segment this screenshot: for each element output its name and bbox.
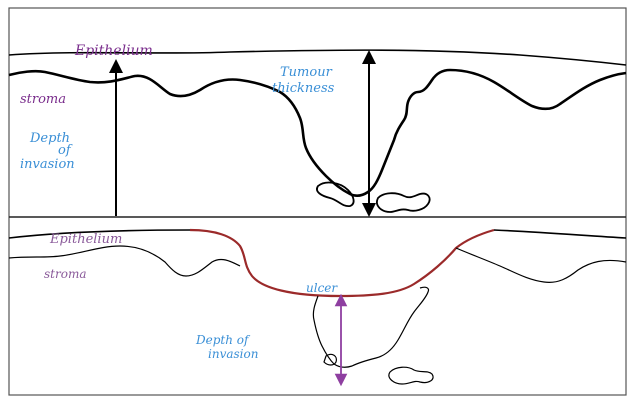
panel-tumour-thickness: Epithelium stroma Depth of invasion Tumo… — [9, 43, 626, 216]
stroma-label: stroma — [44, 267, 86, 281]
tumour-island — [389, 367, 433, 384]
ulcer-label: ulcer — [306, 281, 338, 295]
depth-of-invasion-label: Depth of invasion — [20, 131, 75, 172]
tumour-island — [377, 193, 430, 212]
epithelium-surface-right — [494, 230, 626, 238]
epithelium-label: Epithelium — [49, 232, 122, 247]
tumour-outline — [313, 287, 428, 367]
panel-ulcer-depth: Epithelium stroma ulcer Depth of invasio… — [9, 230, 626, 384]
ulcer-surface — [190, 230, 494, 296]
epithelium-label: Epithelium — [74, 43, 153, 59]
stroma-label: stroma — [20, 92, 66, 107]
tumour-thickness-label: Tumour thickness — [272, 65, 336, 96]
depth-of-invasion-label: Depth of invasion — [195, 333, 258, 361]
basement-membrane-outline-right — [456, 248, 626, 282]
